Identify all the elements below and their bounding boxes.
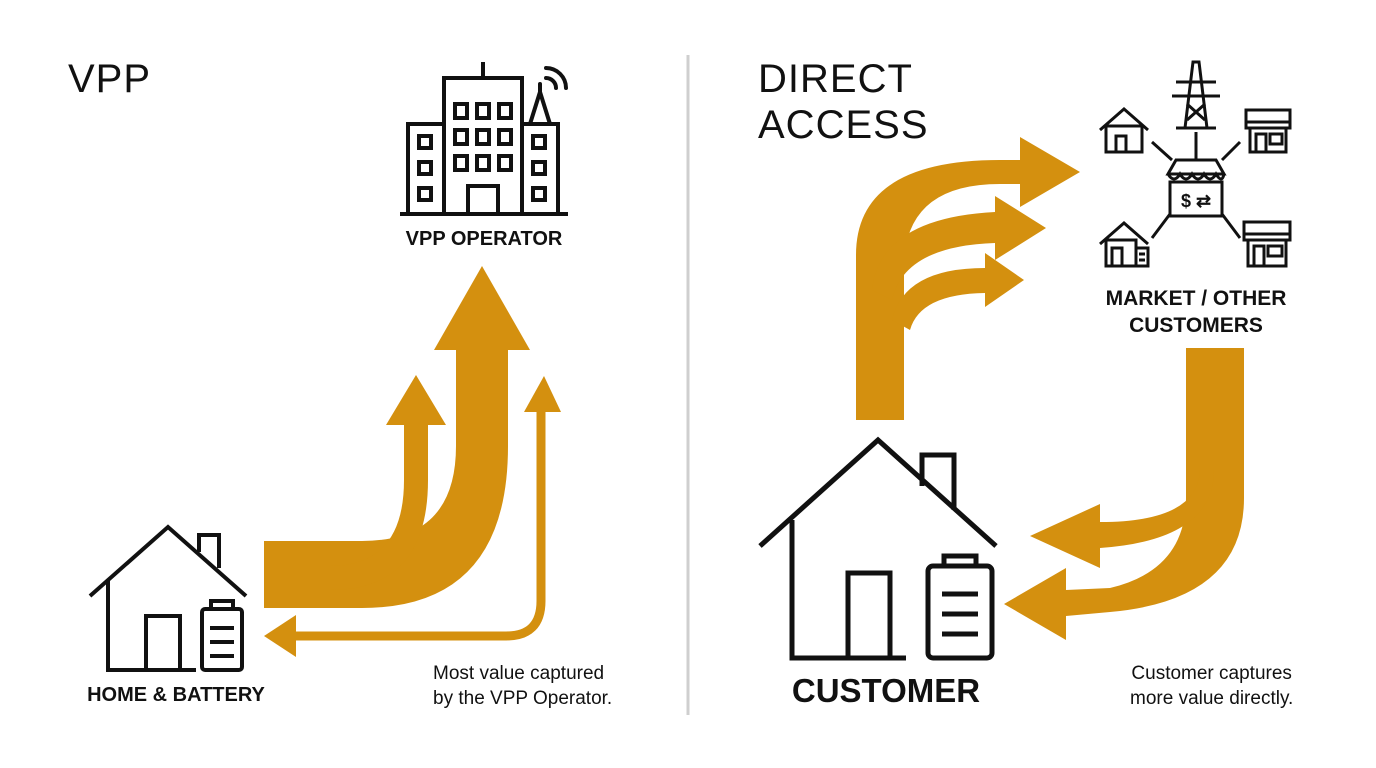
- direct-access-title-line-2: ACCESS: [758, 103, 929, 147]
- market-label: MARKET / OTHER CUSTOMERS: [1086, 285, 1306, 339]
- antenna-signal-icon: [528, 66, 568, 126]
- direct-access-caption: Customer captures more value directly.: [1130, 661, 1293, 711]
- outbound-flow-arrow-medium: [872, 196, 1046, 300]
- vpp-title: VPP: [68, 57, 152, 101]
- main-flow-arrow: [264, 266, 530, 608]
- direct-access-flow-arrows: [856, 137, 1244, 640]
- vpp-operator-label: VPP OPERATOR: [405, 228, 563, 250]
- vpp-caption-line-2: by the VPP Operator.: [433, 688, 613, 709]
- secondary-flow-arrow: [330, 375, 446, 590]
- shop-icon-bottom: [1242, 220, 1292, 268]
- battery-icon: [200, 599, 244, 672]
- home-battery-label: HOME & BATTERY: [87, 684, 265, 706]
- office-building-icon: [400, 62, 568, 216]
- market-stall-icon: [1165, 158, 1227, 218]
- vpp-caption: Most value captured by the VPP Operator.: [433, 661, 612, 711]
- inbound-flow-arrow-large: [1004, 348, 1244, 640]
- market-label-line-2: CUSTOMERS: [1129, 314, 1263, 337]
- house-icon-small-top: [1099, 107, 1149, 154]
- direct-access-caption-line-1: Customer captures: [1131, 663, 1292, 684]
- return-flow-arrowhead-left: [264, 615, 296, 657]
- direct-access-caption-line-2: more value directly.: [1130, 688, 1294, 709]
- outbound-flow-arrow-small: [892, 253, 1024, 330]
- market-label-line-1: MARKET / OTHER: [1105, 287, 1287, 310]
- customer-house-icon: [758, 436, 998, 661]
- house-icon: [88, 524, 248, 672]
- transmission-tower-icon: [1172, 60, 1220, 130]
- vpp-flow-arrows: [264, 266, 561, 657]
- direct-access-title: DIRECT ACCESS: [758, 56, 929, 148]
- outbound-flow-arrow-large: [856, 137, 1080, 420]
- inbound-flow-arrow-small: [1030, 470, 1214, 568]
- shop-icon-top: [1244, 108, 1292, 154]
- return-flow-line: [286, 410, 546, 641]
- market-center-symbol: $ ⇄: [1181, 191, 1211, 211]
- market-network: [1150, 132, 1242, 239]
- house-battery-icon-small: [1099, 221, 1150, 268]
- customer-label: CUSTOMER: [791, 672, 981, 709]
- direct-access-title-line-1: DIRECT: [758, 57, 913, 101]
- vpp-caption-line-1: Most value captured: [433, 663, 605, 684]
- customer-battery-icon: [925, 553, 995, 661]
- return-flow-arrowhead-up: [524, 376, 561, 412]
